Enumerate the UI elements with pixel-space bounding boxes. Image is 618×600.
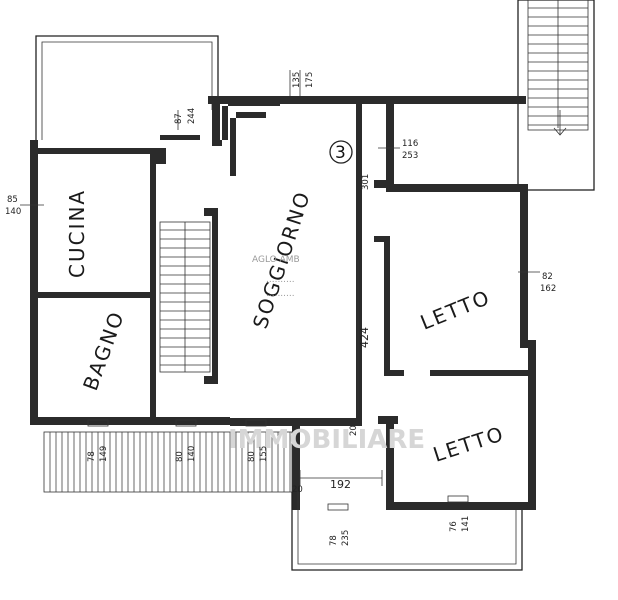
dim-top-window-b: 175 bbox=[305, 72, 315, 88]
dim-balcony-win1-b: 149 bbox=[99, 446, 109, 462]
stamp-line-3: .......... bbox=[266, 289, 295, 299]
dim-bottom-right-b: 141 bbox=[461, 516, 471, 532]
dim-bed1-window-b: 162 bbox=[540, 284, 556, 294]
watermark: IMMOBILIARE bbox=[228, 425, 425, 455]
room-label-cucina: CUCINA bbox=[65, 189, 89, 278]
dim-bed1-window-a: 82 bbox=[542, 272, 553, 282]
terrace-bottom bbox=[291, 492, 523, 571]
dim-kitchen-window-a: 85 bbox=[7, 195, 18, 205]
stamp-line-2: .......... bbox=[266, 275, 295, 285]
dim-balcony-win3-b: 155 bbox=[259, 446, 269, 462]
unit-marker-number: 3 bbox=[335, 143, 346, 163]
dim-living-window-b: 253 bbox=[402, 151, 418, 161]
dim-lower-left: 20 bbox=[292, 485, 303, 495]
dim-bottom-left-a: 78 bbox=[329, 535, 339, 546]
dim-top-window-a: 135 bbox=[292, 72, 302, 88]
unit-marker: 3 bbox=[329, 140, 353, 164]
external-stair bbox=[517, 0, 595, 191]
stamp-line-1: AGLO AMB bbox=[252, 255, 300, 265]
dim-corridor-height: 424 bbox=[358, 327, 371, 348]
dimension-labels: 135 175 87 244 85 140 116 253 301 82 162… bbox=[5, 72, 556, 546]
dim-corridor-width: 192 bbox=[330, 478, 351, 491]
dim-living-height: 301 bbox=[361, 174, 371, 190]
room-label-bagno: BAGNO bbox=[78, 307, 129, 393]
room-label-letto-1: LETTO bbox=[417, 285, 494, 335]
dim-balcony-win3-a: 80 bbox=[247, 451, 257, 462]
dim-balcony-win2-a: 80 bbox=[175, 451, 185, 462]
dim-balcony-win1-a: 78 bbox=[87, 451, 97, 462]
dim-hall-door-b: 244 bbox=[187, 108, 197, 124]
wall-ticks bbox=[20, 70, 540, 511]
dim-bottom-left-b: 235 bbox=[341, 530, 351, 546]
dim-bottom-right-a: 76 bbox=[449, 521, 459, 532]
balcony-hatch bbox=[43, 431, 293, 493]
dim-kitchen-window-b: 140 bbox=[5, 207, 21, 217]
internal-stair bbox=[159, 221, 211, 373]
faded-stamp: AGLO AMB .......... .......... bbox=[252, 255, 300, 299]
terrace-top-left bbox=[35, 35, 219, 140]
dim-balcony-win2-b: 140 bbox=[187, 446, 197, 462]
dim-living-window-a: 116 bbox=[402, 139, 418, 149]
room-label-letto-2: LETTO bbox=[430, 421, 507, 467]
walls bbox=[30, 96, 536, 510]
dim-corridor-door: 20 bbox=[349, 425, 359, 436]
dim-hall-door-a: 87 bbox=[174, 113, 184, 124]
